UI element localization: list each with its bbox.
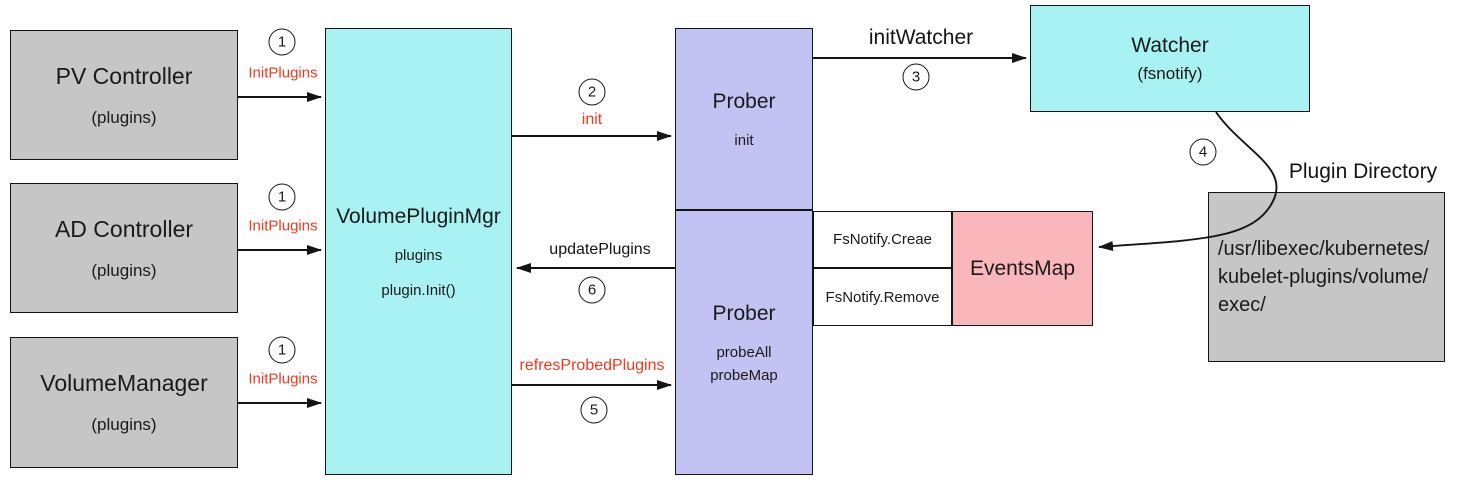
node-plugin-directory: /usr/libexec/kubernetes/ kubelet-plugins… <box>1208 192 1445 362</box>
node-fsnotify-create: FsNotify.Creae <box>813 211 952 268</box>
step-circle-6: 6 <box>578 276 606 304</box>
node-line: probeMap <box>710 366 778 384</box>
path-line: /usr/libexec/kubernetes/ <box>1218 238 1430 260</box>
step-circle-1: 1 <box>268 28 296 56</box>
step-circle-4: 4 <box>1189 138 1217 166</box>
node-line: plugin.Init() <box>381 281 456 299</box>
node-events-map: EventsMap <box>952 211 1093 326</box>
edge-label-updateplugins: updatePlugins <box>549 241 651 258</box>
node-watcher: Watcher (fsnotify) <box>1030 5 1310 112</box>
node-title: Prober <box>712 301 776 325</box>
step-circle-1: 1 <box>268 183 296 211</box>
node-subtitle: (plugins) <box>91 107 157 127</box>
edge-label-initplugins: InitPlugins <box>248 64 318 82</box>
step-circle-3: 3 <box>902 63 930 91</box>
node-volume-manager: VolumeManager (plugins) <box>10 337 238 468</box>
node-pv-controller: PV Controller (plugins) <box>10 30 238 160</box>
node-title: PV Controller <box>55 62 193 89</box>
step-circle-1: 1 <box>268 336 296 364</box>
node-subtitle: (plugins) <box>91 415 157 434</box>
node-title: AD Controller <box>54 215 194 242</box>
edge-label-refresprobedplugins: refresProbedPlugins <box>519 357 665 374</box>
edge-label-initwatcher: initWatcher <box>868 26 974 49</box>
node-line: plugins <box>394 246 443 264</box>
step-circle-5: 5 <box>580 396 608 424</box>
edge-label-initplugins: InitPlugins <box>248 217 318 235</box>
path-line: kubelet-plugins/volume/ <box>1218 266 1429 288</box>
node-fsnotify-remove: FsNotify.Remove <box>813 268 952 326</box>
node-ad-controller: AD Controller (plugins) <box>10 183 238 313</box>
plugin-directory-title: Plugin Directory <box>1288 160 1438 183</box>
node-subtitle: (fsnotify) <box>1137 63 1203 83</box>
node-line: init <box>734 131 754 149</box>
node-title: Watcher <box>1131 33 1209 57</box>
node-title: VolumeManager <box>40 370 208 396</box>
node-title: VolumePluginMgr <box>336 204 501 228</box>
edge-label-initplugins: InitPlugins <box>248 370 318 388</box>
node-title: Prober <box>712 89 776 113</box>
node-prober-probe: Prober probeAll probeMap <box>675 210 813 475</box>
node-title: EventsMap <box>969 256 1076 280</box>
edge-label-init: init <box>581 111 603 128</box>
node-prober-init: Prober init <box>675 28 813 210</box>
node-line: probeAll <box>716 343 772 361</box>
path-line: exec/ <box>1218 294 1266 316</box>
node-volume-plugin-mgr: VolumePluginMgr plugins plugin.Init() <box>325 28 512 475</box>
node-subtitle: (plugins) <box>91 260 157 280</box>
step-circle-2: 2 <box>578 78 606 106</box>
node-label: FsNotify.Remove <box>825 288 940 306</box>
node-label: FsNotify.Creae <box>833 231 932 248</box>
